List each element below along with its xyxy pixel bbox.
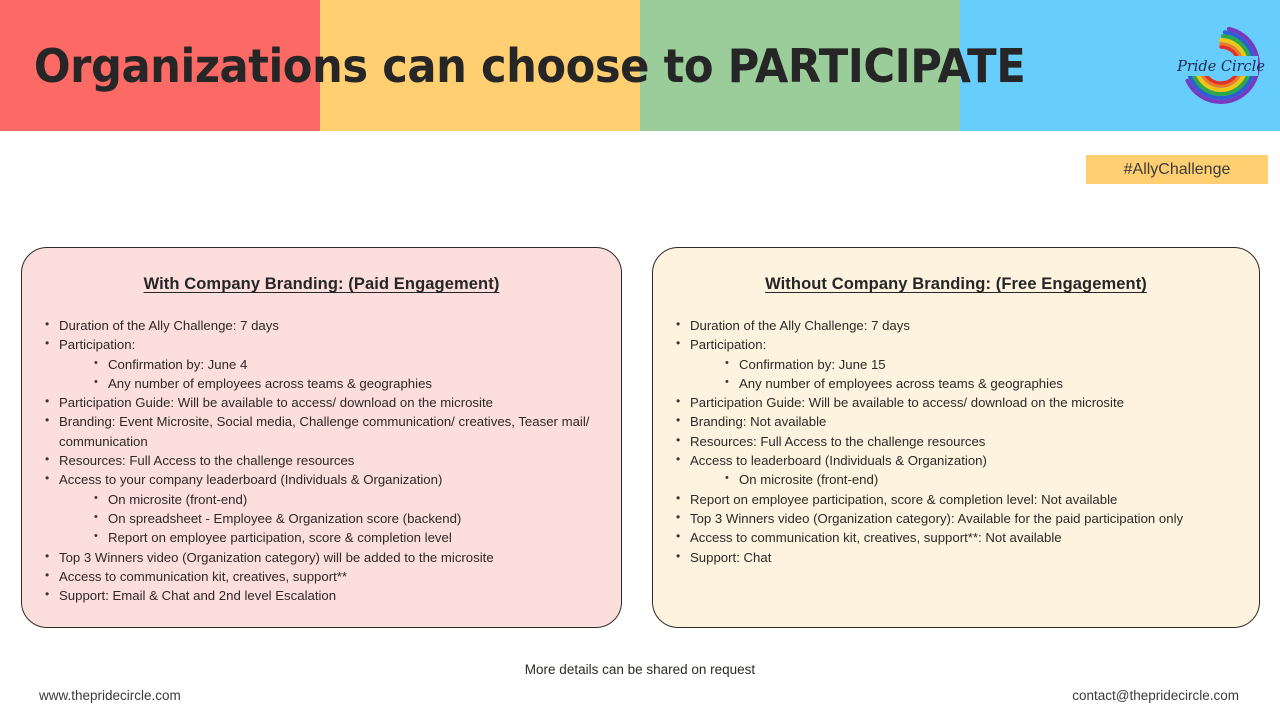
list-item: Confirmation by: June 4: [38, 354, 605, 374]
list-item: Duration of the Ally Challenge: 7 days: [669, 315, 1243, 335]
pride-circle-logo-text: Pride Circle: [1176, 59, 1265, 75]
list-item: Any number of employees across teams & g…: [38, 373, 605, 393]
card-paid-engagement-title: With Company Branding: (Paid Engagement): [143, 275, 500, 293]
list-item: Branding: Not available: [669, 411, 1243, 431]
list-item: Support: Chat: [669, 547, 1243, 567]
footer-website-link[interactable]: www.thepridecircle.com: [39, 688, 181, 703]
list-item: Participation:: [669, 334, 1243, 354]
header-color-band: [0, 0, 1280, 131]
list-item: Resources: Full Access to the challenge …: [669, 431, 1243, 451]
footer-email-link[interactable]: contact@thepridecircle.com: [1072, 688, 1239, 703]
header-band-segment-red: [0, 0, 320, 131]
list-item: Participation Guide: Will be available t…: [38, 392, 605, 412]
pride-circle-logo: Pride Circle: [1172, 16, 1270, 114]
list-item: Top 3 Winners video (Organization catego…: [669, 508, 1243, 528]
list-item: On spreadsheet - Employee & Organization…: [38, 508, 605, 528]
list-item: Access to leaderboard (Individuals & Org…: [669, 450, 1243, 470]
pride-circle-rainbow-icon: Pride Circle: [1176, 26, 1265, 104]
hashtag-label: #AllyChallenge: [1123, 160, 1231, 178]
list-item: Top 3 Winners video (Organization catego…: [38, 547, 605, 567]
list-item: Branding: Event Microsite, Social media,…: [38, 411, 605, 451]
hashtag-badge: #AllyChallenge: [1086, 155, 1268, 184]
footer-note: More details can be shared on request: [524, 662, 756, 677]
list-item: Duration of the Ally Challenge: 7 days: [38, 315, 605, 335]
list-item: On microsite (front-end): [38, 489, 605, 509]
card-free-engagement-list: Duration of the Ally Challenge: 7 daysPa…: [669, 315, 1243, 567]
list-item: Any number of employees across teams & g…: [669, 373, 1243, 393]
list-item: Access to your company leaderboard (Indi…: [38, 469, 605, 489]
card-paid-engagement: With Company Branding: (Paid Engagement)…: [21, 247, 622, 628]
list-item: Support: Email & Chat and 2nd level Esca…: [38, 585, 605, 605]
page-title: Organizations can choose to PARTICIPATE: [33, 38, 1026, 93]
list-item: On microsite (front-end): [669, 469, 1243, 489]
list-item: Confirmation by: June 15: [669, 354, 1243, 374]
list-item: Resources: Full Access to the challenge …: [38, 450, 605, 470]
list-item: Access to communication kit, creatives, …: [38, 566, 605, 586]
card-free-engagement-title: Without Company Branding: (Free Engageme…: [765, 275, 1147, 293]
list-item: Report on employee participation, score …: [38, 527, 605, 547]
list-item: Report on employee participation, score …: [669, 489, 1243, 509]
card-free-engagement: Without Company Branding: (Free Engageme…: [652, 247, 1260, 628]
header-band-segment-green: [640, 0, 960, 131]
list-item: Participation Guide: Will be available t…: [669, 392, 1243, 412]
list-item: Access to communication kit, creatives, …: [669, 527, 1243, 547]
card-paid-engagement-list: Duration of the Ally Challenge: 7 daysPa…: [38, 315, 605, 605]
header-band-segment-yellow: [320, 0, 640, 131]
list-item: Participation:: [38, 334, 605, 354]
